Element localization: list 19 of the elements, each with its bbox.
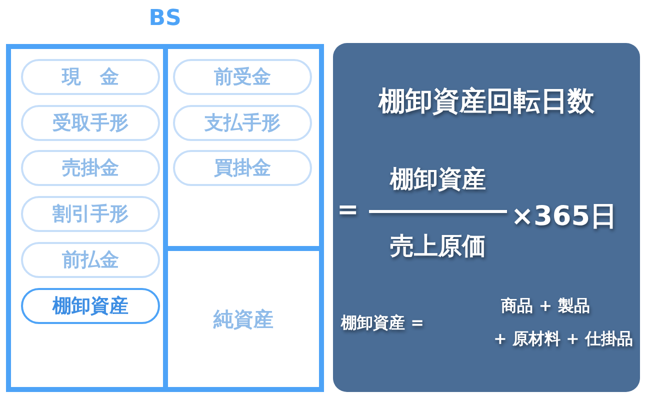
account-pill: 割引手形 — [21, 196, 160, 232]
account-pill: 支払手形 — [173, 105, 312, 141]
numerator: 棚卸資産 — [388, 164, 487, 195]
formula-title: 棚卸資産回転日数 — [377, 85, 596, 119]
account-pill: 前受金 — [173, 59, 312, 95]
multiplier: ×365日 — [511, 200, 618, 234]
account-pill: 棚卸資産 — [21, 288, 160, 324]
account-pill: 現 金 — [21, 59, 160, 95]
equals-sign: = — [337, 195, 360, 225]
account-pill: 受取手形 — [21, 105, 160, 141]
formula-term: + 原材料 + 仕掛品 — [492, 329, 633, 350]
account-pill: 売掛金 — [21, 150, 160, 186]
formula-card — [333, 43, 640, 392]
account-pill: 前払金 — [21, 242, 160, 278]
denominator: 売上原価 — [389, 231, 487, 262]
account-pill: 買掛金 — [173, 150, 312, 186]
formula-term: 商品 + 製品 — [500, 296, 591, 317]
heading: BS — [148, 6, 182, 31]
formula-term: 棚卸資産 = — [341, 313, 425, 334]
